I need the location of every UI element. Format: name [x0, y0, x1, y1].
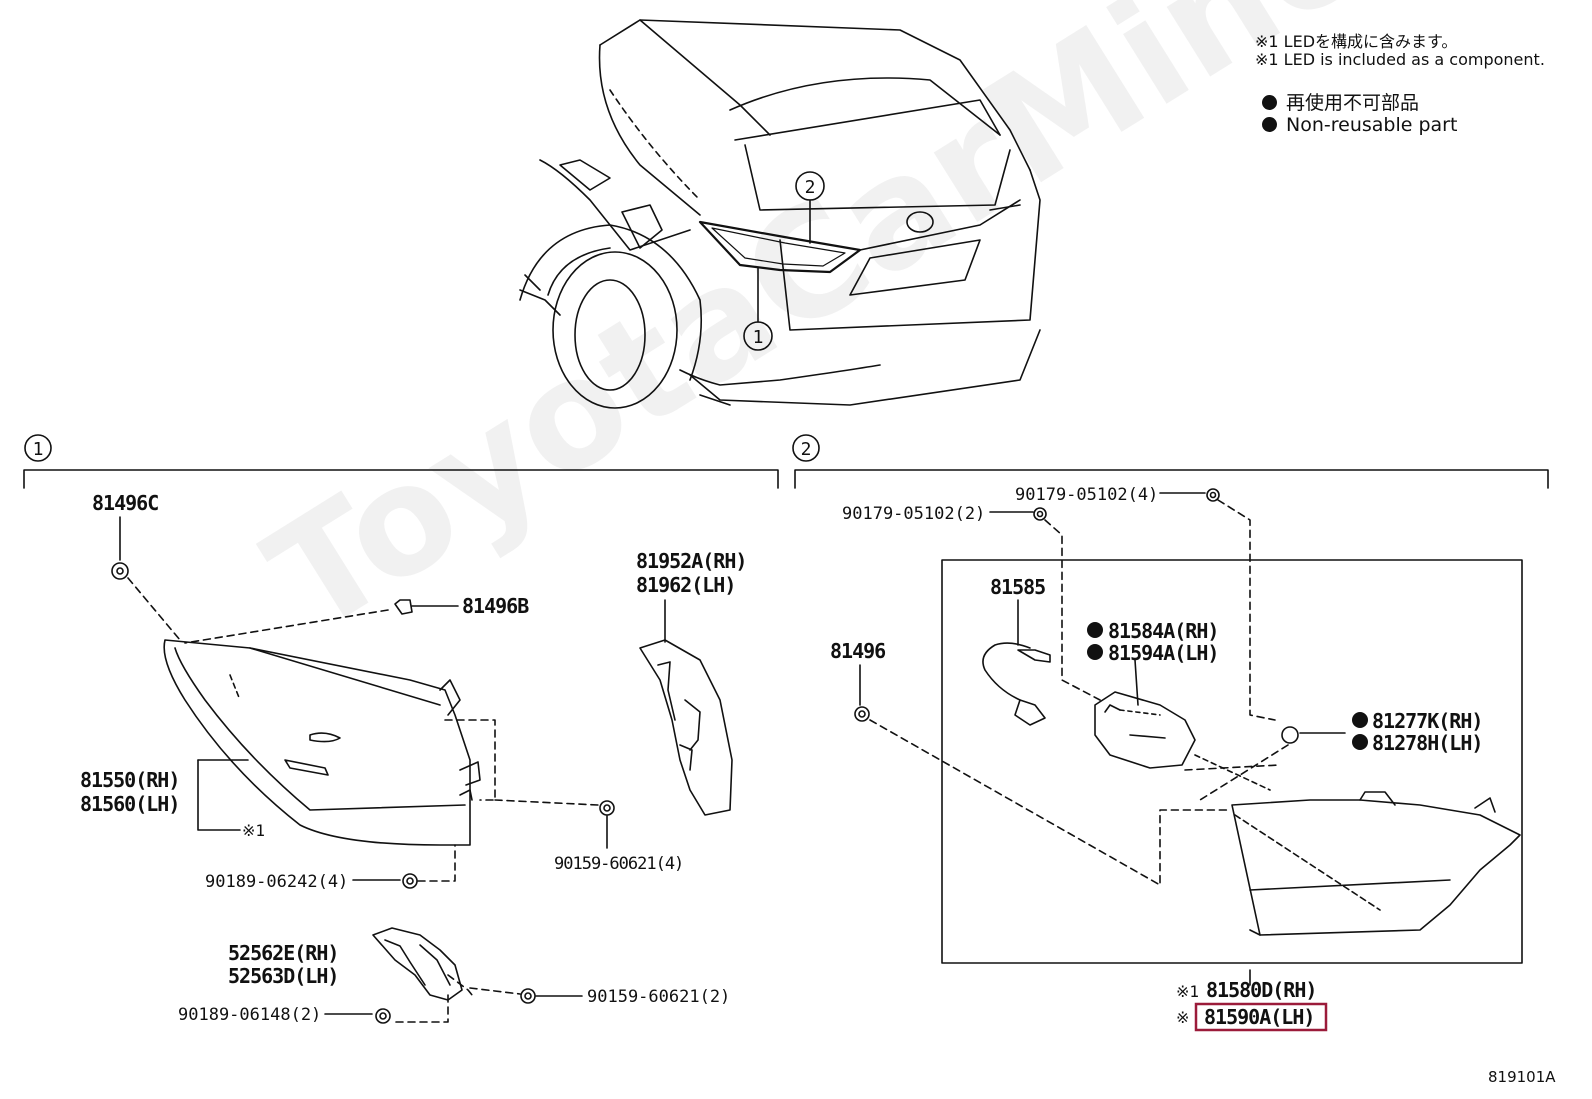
- nonreusable-dot-81594A: [1087, 644, 1103, 660]
- label-52563D: 52563D(LH): [228, 964, 338, 988]
- label-81560: 81560(LH): [80, 792, 179, 816]
- nut-90189-06242: [352, 844, 456, 889]
- bracket-52562E: [372, 927, 473, 1023]
- label-81496B: 81496B: [462, 594, 529, 618]
- screw-90179-05102-4: [1159, 488, 1276, 721]
- label-led-mark-1: ※1: [242, 821, 265, 840]
- legend-nonreusable-ja: 再使用不可部品: [1262, 88, 1419, 115]
- label-90179-05102-2: 90179-05102(2): [842, 504, 985, 524]
- nonreusable-dot-81277K: [1352, 712, 1368, 728]
- label-81590A: 81590A(LH): [1204, 1005, 1314, 1029]
- tail-lamp-81550: [163, 639, 496, 846]
- section-1-number: 1: [33, 439, 44, 460]
- nut-90189-06148: [324, 1008, 391, 1024]
- legend-nonreusable-en-text: Non-reusable part: [1286, 114, 1458, 136]
- legend-dot-icon: [1262, 117, 1277, 132]
- callout-2-text: 2: [805, 177, 816, 198]
- callout-2-circle: [795, 171, 825, 201]
- nonreusable-dot-81584A: [1087, 622, 1103, 638]
- clip-81496: [854, 664, 1231, 886]
- clip-81496B: [184, 599, 459, 644]
- highlight-box-81590A: [1194, 1002, 1328, 1032]
- gasket-81277K: [1184, 726, 1346, 801]
- label-81496C: 81496C: [92, 491, 158, 515]
- label-81594A: 81594A(LH): [1108, 641, 1218, 665]
- screw-90159-60621-2: [469, 987, 583, 1004]
- legend-dot-icon: [1262, 95, 1277, 110]
- label-81278H: 81278H(LH): [1372, 731, 1482, 755]
- figure-id: 819101A: [1488, 1068, 1556, 1086]
- label-led-mark-3: ※: [1176, 1008, 1189, 1027]
- assembly-box: [941, 559, 1523, 964]
- label-90159-60621-2: 90159-60621(2): [587, 987, 730, 1007]
- label-90189-06242: 90189-06242(4): [205, 872, 348, 892]
- label-led-mark-2: ※1: [1176, 982, 1199, 1001]
- label-81550: 81550(RH): [80, 768, 179, 792]
- nonreusable-dot-81278H: [1352, 734, 1368, 750]
- legend-nonreusable-ja-text: 再使用不可部品: [1286, 92, 1420, 114]
- clip-81496C: [111, 516, 181, 641]
- note-led-en: ※1 LED is included as a component.: [1255, 50, 1545, 69]
- section-2-circle: [792, 434, 820, 462]
- section-1-bracket: [23, 469, 779, 489]
- callout-1-text: 1: [753, 327, 764, 348]
- section-2-number: 2: [801, 439, 812, 460]
- label-81962: 81962(LH): [636, 573, 735, 597]
- inner-lamp-81580D: [1231, 791, 1521, 986]
- label-81585: 81585: [990, 575, 1045, 599]
- label-90159-60621-4: 90159-60621(4): [554, 854, 683, 874]
- label-81584A: 81584A(RH): [1108, 619, 1218, 643]
- label-81277K: 81277K(RH): [1372, 709, 1482, 733]
- garnish-81952A: [639, 599, 733, 816]
- label-81580D: 81580D(RH): [1206, 978, 1316, 1002]
- label-90179-05102-4: 90179-05102(4): [1015, 485, 1158, 505]
- callout-1-circle: [743, 321, 773, 351]
- gasket-81584A: [1094, 659, 1196, 769]
- screw-90159-60621-4: [494, 799, 615, 849]
- screw-90179-05102-2: [989, 507, 1101, 701]
- label-90189-06148: 90189-06148(2): [178, 1005, 321, 1025]
- section-2-bracket: [794, 469, 1549, 489]
- note-led-ja: ※1 LEDを構成に含みます。: [1255, 32, 1458, 51]
- label-52562E: 52562E(RH): [228, 941, 338, 965]
- label-81496: 81496: [830, 639, 885, 663]
- vehicle-rear-illustration: [519, 19, 1041, 409]
- legend-nonreusable-en: Non-reusable part: [1262, 114, 1457, 136]
- wire-harness-81585: [982, 599, 1051, 726]
- section-1-circle: [24, 434, 52, 462]
- label-81952A: 81952A(RH): [636, 549, 746, 573]
